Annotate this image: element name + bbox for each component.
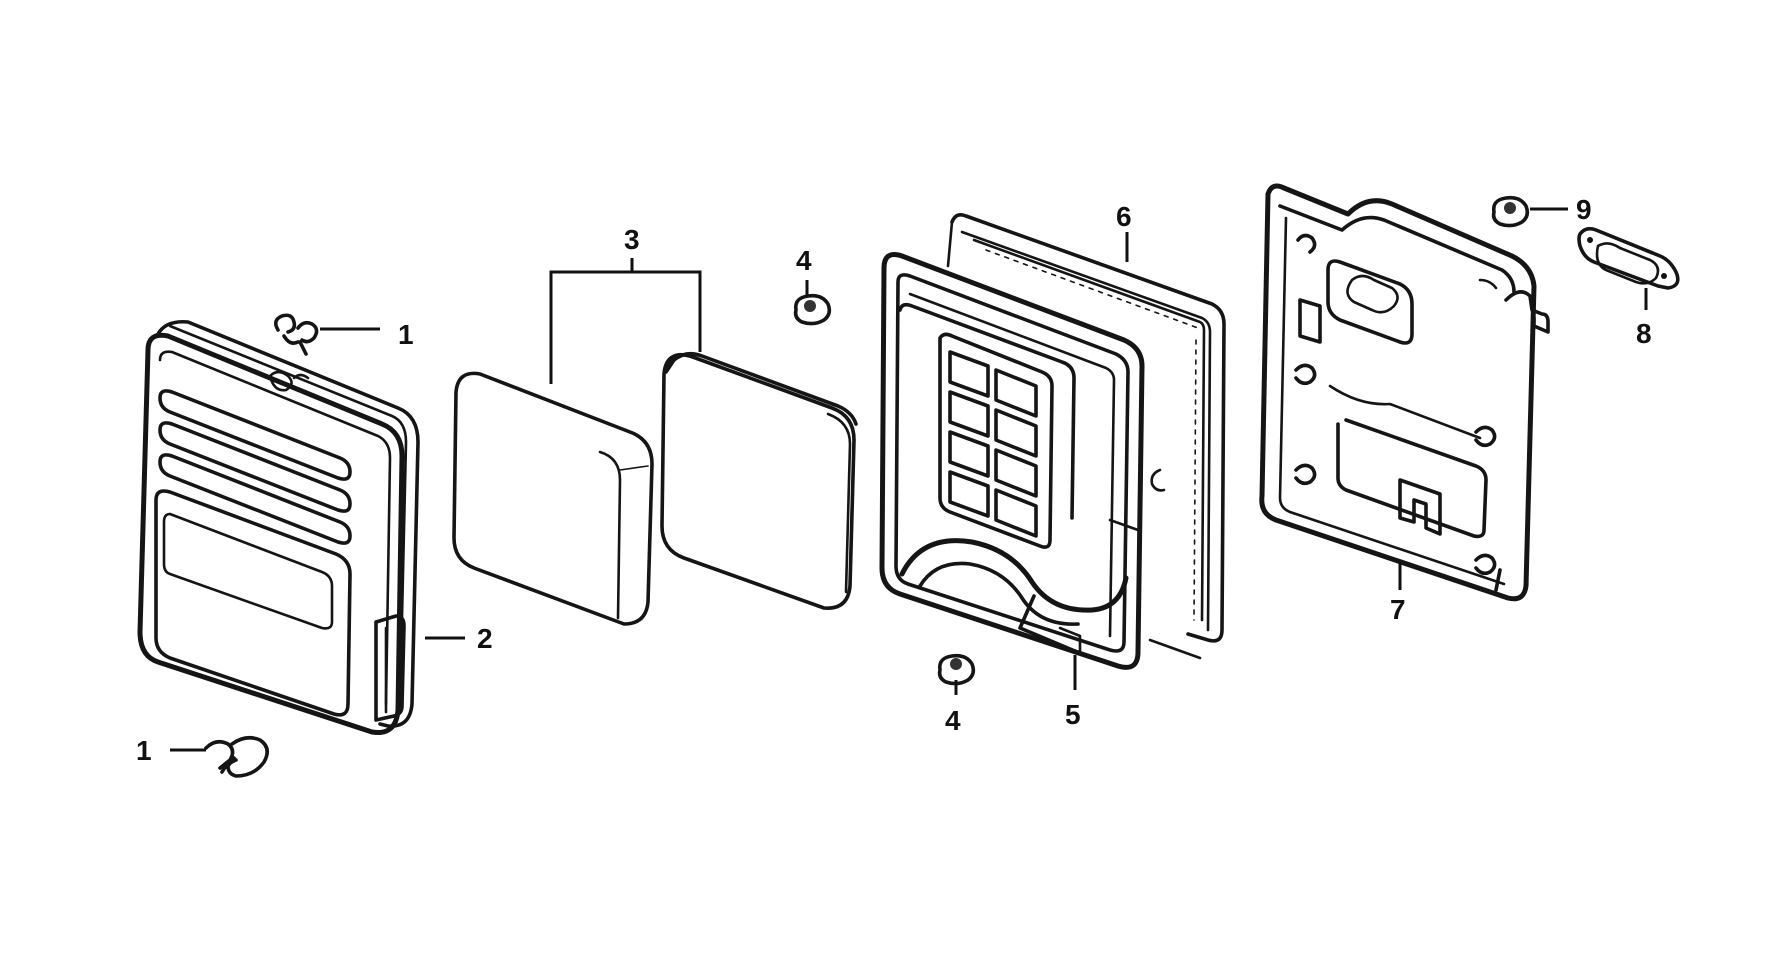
base-plate-part — [1259, 183, 1550, 602]
callout-4-bottom: 4 — [945, 705, 961, 736]
gasket-part — [1577, 226, 1680, 290]
callout-9: 9 — [1576, 194, 1592, 225]
leader-lines — [170, 207, 1648, 752]
callout-5: 5 — [1065, 699, 1081, 730]
callout-6: 6 — [1116, 201, 1132, 232]
filter-case-part — [879, 252, 1166, 670]
filter-element-left — [452, 371, 654, 626]
clip-top-icon — [273, 313, 319, 356]
callout-labels: 1 1 2 3 4 4 5 6 7 8 9 — [136, 194, 1652, 766]
gasket-frame-part — [946, 213, 1226, 660]
callout-1-top: 1 — [398, 319, 414, 350]
callout-4-top: 4 — [796, 245, 812, 276]
nut-top-icon — [793, 293, 832, 326]
callout-3: 3 — [624, 224, 640, 255]
callout-1-bottom: 1 — [136, 735, 152, 766]
nut-right-icon — [1491, 195, 1530, 228]
clip-bottom-icon — [204, 735, 269, 778]
callout-8: 8 — [1636, 318, 1652, 349]
filter-element-right — [660, 351, 858, 610]
nut-bottom-icon — [937, 653, 976, 686]
callout-7: 7 — [1390, 594, 1406, 625]
callout-2: 2 — [477, 623, 493, 654]
cover-part — [137, 319, 420, 736]
